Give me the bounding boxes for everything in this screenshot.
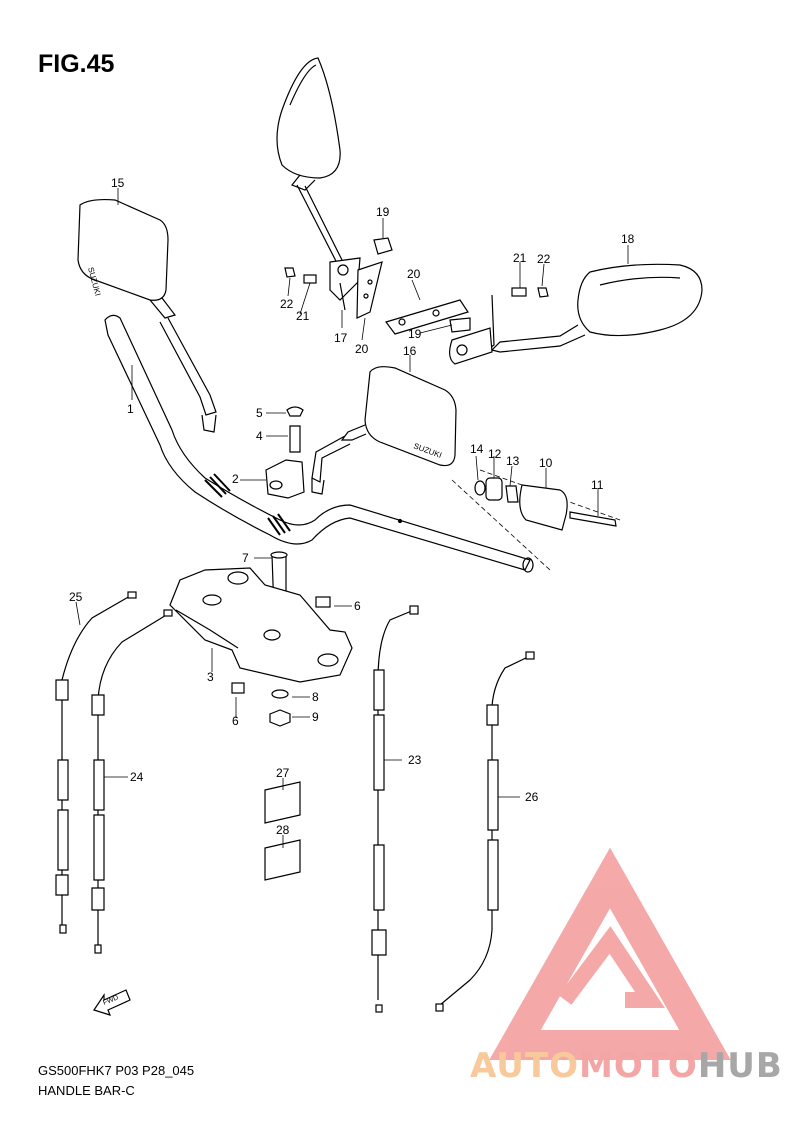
callout-19: 19 [376,205,390,219]
bar-end-parts [474,477,617,531]
callout-21: 21 [513,251,527,265]
holder-upper-2 [265,406,305,499]
mirror-16: SUZUKI [311,366,457,495]
callout-2: 2 [232,472,239,486]
callout-19: 19 [408,327,422,341]
throttle-cables [55,591,173,954]
callout-15: 15 [111,176,125,190]
mirror-17 [276,57,361,311]
handlebar-1 [104,314,534,573]
callout-25: 25 [69,590,83,604]
callout-12: 12 [488,447,502,461]
fwd-arrow-icon: FWD [93,989,131,1016]
callout-13: 13 [506,454,520,468]
callout-14: 14 [470,442,484,456]
callout-8: 8 [312,690,319,704]
mirror-18 [489,263,703,353]
callout-20: 20 [407,267,421,281]
callout-22: 22 [537,252,551,266]
callout-10: 10 [539,456,553,470]
callout-18: 18 [621,232,635,246]
mirror-clamp-parts [356,237,493,365]
callout-28: 28 [276,823,290,837]
callout-20: 20 [355,342,369,356]
watermark-part-moto: MOTO [578,1046,698,1086]
callout-22: 22 [280,297,294,311]
callout-27: 27 [276,766,290,780]
watermark-part-hub: HUB [697,1046,783,1086]
callout-21: 21 [296,309,310,323]
clutch-cable-23 [371,605,419,1013]
callout-4: 4 [256,429,263,443]
leader-lines [75,188,629,848]
callout-7: 7 [242,551,249,565]
holder-lower-3 [169,567,353,683]
watermark-part-auto: AUTO [470,1046,579,1086]
cable-26 [435,651,535,1012]
figure-title: FIG.45 [38,50,115,78]
watermark-wordmark: AUTOMOTOHUB [470,1046,783,1086]
callout-1: 1 [127,402,134,416]
callout-6: 6 [354,599,361,613]
callout-17: 17 [334,331,348,345]
model-code: GS500FHK7 P03 P28_045 [38,1063,195,1078]
watermark-logo-icon [489,847,731,1060]
callout-6: 6 [232,714,239,728]
callout-3: 3 [207,670,214,684]
section-name: HANDLE BAR-C [38,1083,135,1098]
callout-16: 16 [403,344,417,358]
callout-9: 9 [312,710,319,724]
callout-23: 23 [408,753,422,767]
callout-24: 24 [130,770,144,784]
callout-11: 11 [591,478,604,492]
callout-26: 26 [525,790,539,804]
callout-5: 5 [256,406,263,420]
